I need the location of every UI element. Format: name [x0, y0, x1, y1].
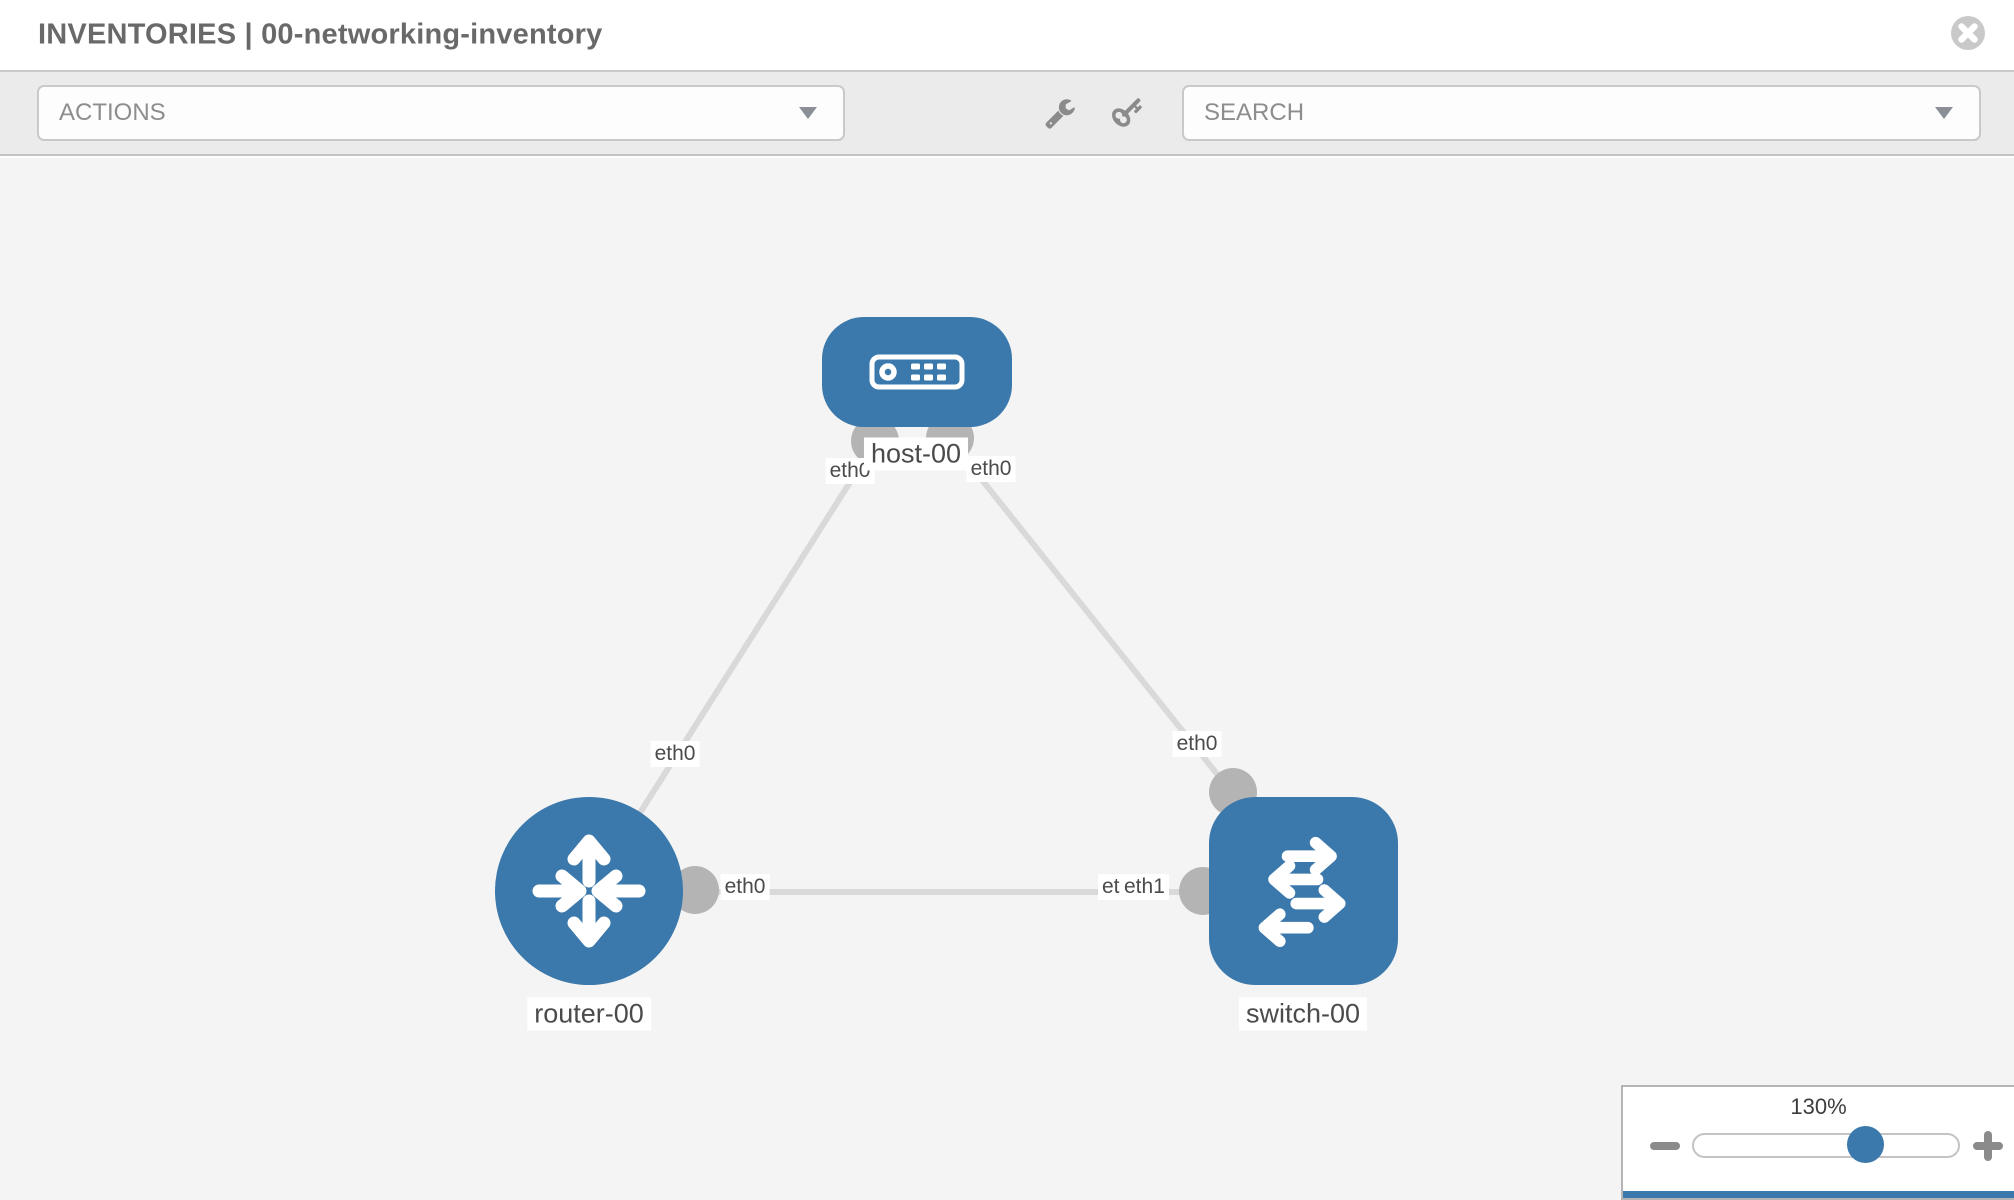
node-router-00[interactable]: [495, 797, 683, 985]
key-icon: [1112, 98, 1143, 127]
switch-icon: [1258, 836, 1346, 948]
page-title: INVENTORIES | 00-networking-inventory: [38, 18, 603, 51]
search-dropdown-label: SEARCH: [1204, 99, 1305, 126]
server-icon: [869, 354, 965, 390]
zoom-panel: 130%: [1621, 1085, 2014, 1200]
router-icon: [532, 834, 646, 948]
node-switch-00[interactable]: [1209, 797, 1398, 985]
iface-label-router-eth0-uplink: eth0: [650, 741, 700, 767]
chevron-down-icon: [799, 107, 817, 119]
toolbar: ACTIONS SEARCH: [0, 70, 2014, 156]
zoom-slider-knob[interactable]: [1847, 1126, 1884, 1163]
node-label-host-00: host-00: [863, 437, 969, 471]
node-label-switch-00: switch-00: [1238, 997, 1368, 1031]
page-header: INVENTORIES | 00-networking-inventory: [0, 0, 2014, 70]
chevron-down-icon: [1935, 107, 1953, 119]
zoom-panel-accent-bar: [1623, 1191, 2014, 1198]
iface-label-host-eth0-right: eth0: [966, 456, 1016, 482]
iface-label-router-eth0: eth0: [720, 874, 770, 900]
topology-canvas[interactable]: eth0 eth0 eth0 eth0 eth0 eth0 eth1 host-…: [0, 158, 2014, 1200]
iface-label-switch-eth1: eth1: [1120, 874, 1169, 900]
zoom-in-button[interactable]: [1970, 1131, 2006, 1161]
actions-dropdown[interactable]: ACTIONS: [37, 85, 845, 141]
close-icon: [1951, 16, 1985, 50]
iface-label-switch-eth0: eth0: [1172, 731, 1222, 757]
configure-button[interactable]: [1038, 91, 1082, 135]
search-dropdown[interactable]: SEARCH: [1182, 85, 1981, 141]
zoom-level: 130%: [1790, 1094, 1847, 1119]
actions-dropdown-label: ACTIONS: [59, 99, 166, 126]
zoom-out-button[interactable]: [1647, 1131, 1683, 1159]
zoom-slider-track[interactable]: [1692, 1133, 1960, 1158]
plus-icon: [1973, 1131, 2003, 1161]
node-host-00[interactable]: [822, 317, 1012, 427]
credentials-button[interactable]: [1106, 91, 1150, 135]
node-label-router-00: router-00: [527, 997, 651, 1031]
minus-icon: [1650, 1141, 1680, 1150]
wrench-icon: [1045, 99, 1075, 129]
close-button[interactable]: [1950, 15, 1986, 51]
topology-links: [586, 438, 1236, 895]
